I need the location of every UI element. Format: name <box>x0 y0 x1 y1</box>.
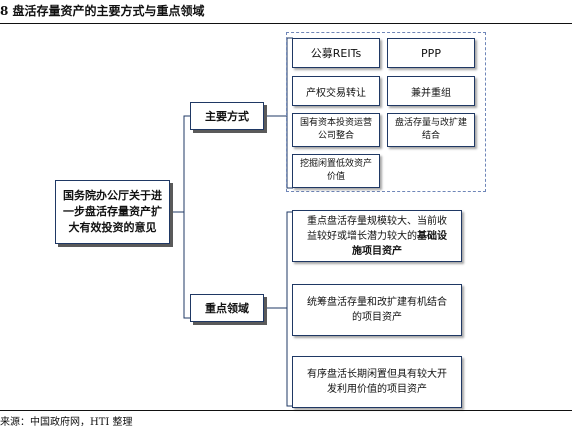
method-merger: 兼并重组 <box>387 76 475 106</box>
field-idle-projects: 有序盘活长期闲置但具有较大开发利用价值的项目资产 <box>292 356 462 408</box>
methods-dashed-group <box>286 32 486 192</box>
field-infrastructure-text: 重点盘活存量规模较大、当前收益较好或增长潜力较大的基础设施项目资产 <box>303 214 451 259</box>
method-public-reits-label: 公募REITs <box>310 47 362 60</box>
method-idle-assets-label: 挖掘闲置低效资产价值 <box>299 159 372 182</box>
method-state-capital-label: 国有资本投资运营公司整合 <box>299 118 372 141</box>
branch-methods-bracket <box>286 37 293 189</box>
field-expand-combine-text: 统筹盘活存量和改扩建有机结合的项目资产 <box>307 297 447 323</box>
method-state-capital: 国有资本投资运营公司整合 <box>292 113 380 147</box>
branch-key-fields: 重点领域 <box>190 294 264 322</box>
branch-main-methods: 主要方式 <box>190 102 264 130</box>
field-infrastructure-bold: 基础设施项目资产 <box>352 230 447 257</box>
branch-key-fields-label: 重点领域 <box>205 302 249 315</box>
branch-fields-bracket <box>286 211 293 407</box>
root-label: 国务院办公厅关于进一步盘活存量资产扩大有效投资的意见 <box>63 189 162 234</box>
field-idle-projects-text: 有序盘活长期闲置但具有较大开发利用价值的项目资产 <box>307 369 447 395</box>
method-revitalize-expand: 盘活存量与改扩建结合 <box>387 113 475 147</box>
field-infrastructure-normal: 重点盘活存量规模较大、当前收益较好或增长潜力较大的 <box>307 215 447 242</box>
field-infrastructure: 重点盘活存量规模较大、当前收益较好或增长潜力较大的基础设施项目资产 <box>292 210 462 262</box>
source-note: 来源：中国政府网，HTI 整理 <box>0 417 133 428</box>
figure-title: 8 盘活存量资产的主要方式与重点领域 <box>0 4 205 18</box>
field-expand-combine: 统筹盘活存量和改扩建有机结合的项目资产 <box>292 284 462 336</box>
branch-main-methods-label: 主要方式 <box>205 110 249 123</box>
method-public-reits: 公募REITs <box>292 38 380 68</box>
method-property-transfer: 产权交易转让 <box>292 76 380 106</box>
method-revitalize-expand-label: 盘活存量与改扩建结合 <box>394 118 467 141</box>
footer-rule <box>0 410 572 411</box>
method-idle-assets: 挖掘闲置低效资产价值 <box>292 154 380 188</box>
method-merger-label: 兼并重组 <box>411 87 451 99</box>
method-property-transfer-label: 产权交易转让 <box>306 87 366 99</box>
title-rule <box>0 23 572 24</box>
method-ppp-label: PPP <box>421 46 441 60</box>
root-node: 国务院办公厅关于进一步盘活存量资产扩大有效投资的意见 <box>55 180 170 244</box>
root-bracket <box>183 115 190 319</box>
method-ppp: PPP <box>387 38 475 68</box>
